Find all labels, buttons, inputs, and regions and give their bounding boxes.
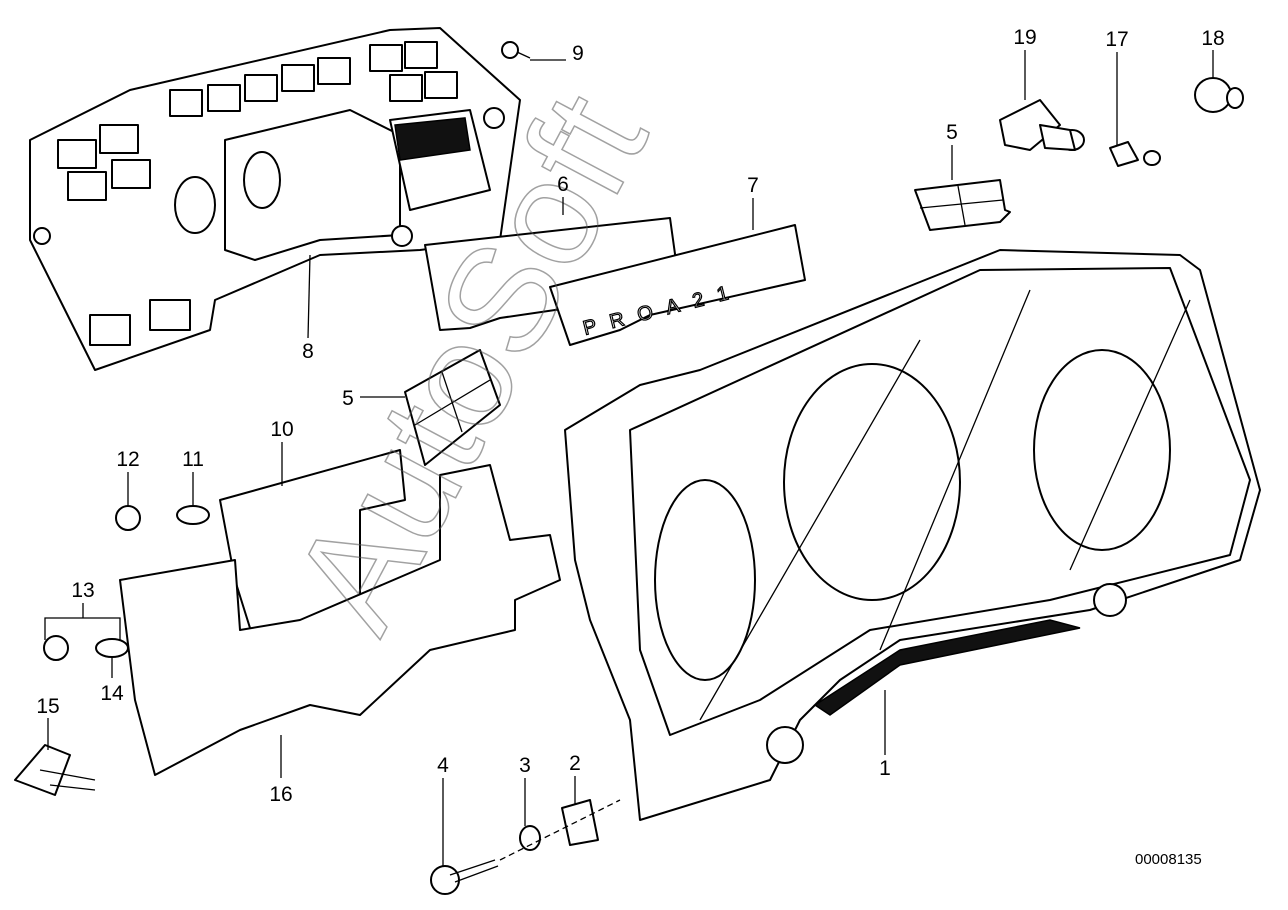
part-5-indicator-film-top[interactable]: [914, 179, 1011, 231]
part-16-circuit-board[interactable]: [119, 464, 561, 776]
callout-13: 13: [71, 579, 94, 602]
part-12-bulb-socket[interactable]: [115, 505, 141, 531]
part-9-screw[interactable]: [501, 41, 531, 59]
callout-1: 1: [879, 757, 891, 780]
callout-4: 4: [437, 754, 449, 777]
callout-16: 16: [269, 783, 292, 806]
part-4-screw[interactable]: [430, 859, 499, 895]
callout-labels: 1 2 3 4 5 5 6 7 8 9 10 11 12 13 14 15 16…: [36, 26, 1224, 806]
callout-11: 11: [182, 448, 204, 471]
callout-2: 2: [569, 752, 581, 775]
part-6-cover-strip[interactable]: [424, 217, 681, 331]
callout-8: 8: [302, 340, 314, 363]
part-2-clip-nut[interactable]: [561, 799, 599, 846]
part-1-cluster-housing[interactable]: [564, 249, 1261, 821]
callout-3: 3: [519, 754, 531, 777]
callout-5-top: 5: [946, 121, 958, 144]
callout-19: 19: [1013, 26, 1036, 49]
diagram-reference-number: 00008135: [1135, 851, 1202, 868]
part-17-bulb-socket[interactable]: [1109, 141, 1161, 167]
callout-10: 10: [270, 418, 293, 441]
callout-18: 18: [1201, 27, 1224, 50]
assembly-axis-line: [499, 799, 621, 861]
part-14-bulb[interactable]: [95, 638, 129, 658]
callout-5-middle: 5: [342, 387, 354, 410]
callout-15: 15: [36, 695, 59, 718]
part-18-knob[interactable]: [1194, 77, 1244, 113]
part-3-washer[interactable]: [519, 825, 541, 851]
callout-14: 14: [100, 682, 124, 705]
part-13-socket[interactable]: [43, 635, 69, 661]
part-19-lamp-holder[interactable]: [999, 99, 1085, 151]
callout-7: 7: [747, 174, 759, 197]
leader-lines: [44, 50, 1214, 866]
callout-9: 9: [572, 42, 584, 65]
callout-12: 12: [116, 448, 139, 471]
part-8-rear-cover[interactable]: [29, 27, 521, 371]
callout-6: 6: [557, 173, 569, 196]
part-15-connector[interactable]: [14, 744, 96, 796]
part-5-indicator-film-middle[interactable]: [404, 349, 501, 466]
callout-17: 17: [1105, 28, 1128, 51]
part-11-bulb[interactable]: [176, 505, 210, 525]
